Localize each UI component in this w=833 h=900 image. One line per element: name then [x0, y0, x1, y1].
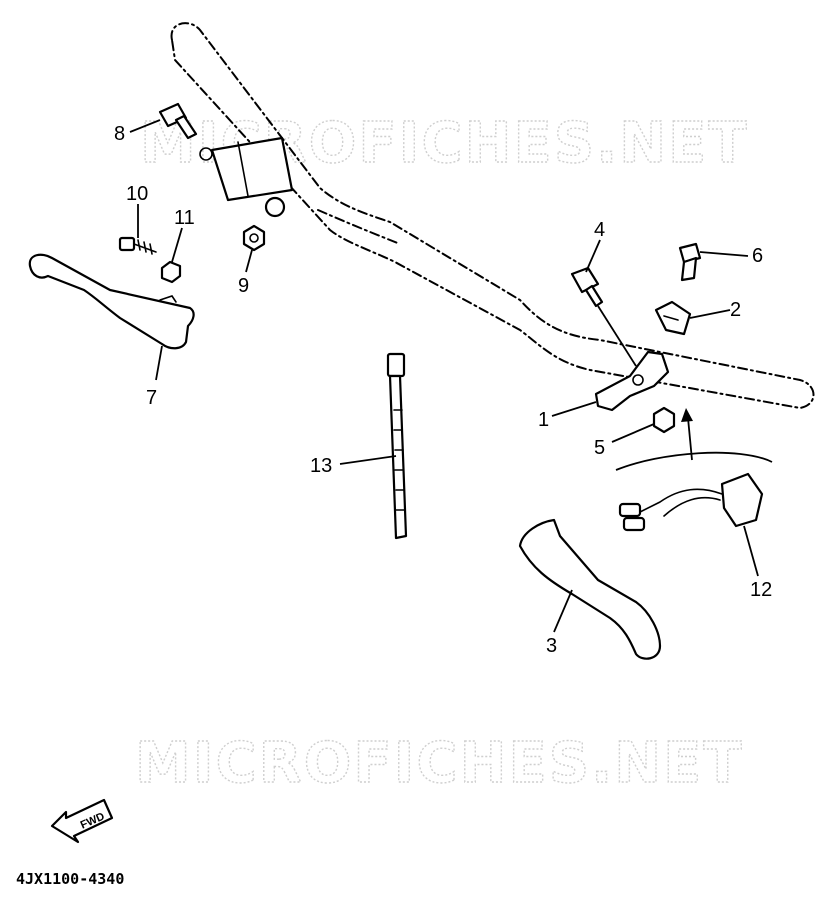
callout-5: 5 — [594, 437, 605, 459]
diagram-code: 4JX1100-4340 — [16, 870, 124, 888]
lever-part-3 — [518, 518, 662, 660]
callout-6: 6 — [752, 245, 763, 267]
assembly-arrow — [681, 408, 693, 461]
cable-tie-part-13 — [386, 352, 408, 540]
nut-part-5 — [652, 406, 676, 434]
callout-1: 1 — [538, 409, 549, 431]
callout-8: 8 — [114, 123, 125, 145]
callout-13: 13 — [310, 455, 332, 477]
bolt-part-8 — [158, 102, 198, 140]
callout-2: 2 — [730, 299, 741, 321]
bolt-part-4 — [570, 266, 604, 308]
callout-11: 11 — [174, 207, 195, 229]
leader-lines — [129, 119, 759, 633]
brake-master-cylinder — [199, 136, 294, 218]
callout-3: 3 — [546, 635, 557, 657]
nut-part-11 — [160, 260, 182, 284]
bolt-part-10 — [118, 236, 157, 255]
callout-10: 10 — [126, 183, 148, 205]
callout-12: 12 — [750, 579, 772, 601]
callout-7: 7 — [146, 387, 157, 409]
watermark-bottom: MICROFICHES.NET — [135, 731, 744, 796]
lever-part-7 — [28, 253, 195, 350]
holder-part-2 — [654, 300, 692, 336]
lever-bracket-part-1 — [594, 350, 670, 412]
callout-4: 4 — [594, 219, 605, 241]
callout-9: 9 — [238, 275, 249, 297]
handlebar-outline — [170, 22, 815, 410]
bolt-part-6 — [678, 242, 702, 282]
switch-part-12 — [615, 451, 773, 532]
nut-part-9 — [242, 224, 266, 252]
fwd-arrow-icon: FWD — [50, 798, 114, 844]
